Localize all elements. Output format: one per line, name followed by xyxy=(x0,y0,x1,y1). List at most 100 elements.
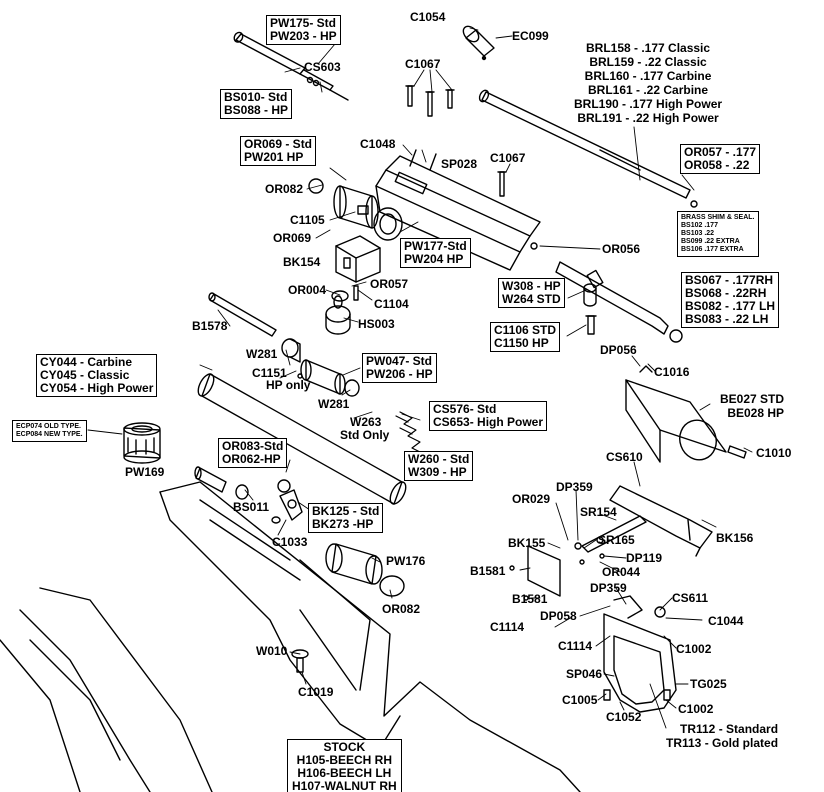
label-b1581: B1581 xyxy=(470,564,506,578)
label-bk156: BK156 xyxy=(716,531,754,545)
callout-line: BS082 - .177 LH xyxy=(685,299,776,313)
screw-c1019 xyxy=(291,649,309,673)
callout-line: BS088 - HP xyxy=(224,103,289,117)
block-bk154 xyxy=(335,235,381,283)
callout-or083: OR083-Std OR062-HP xyxy=(218,438,288,468)
label-sp046: SP046 xyxy=(566,667,603,681)
label-or082: OR082 xyxy=(382,602,421,616)
list-line: BRL160 - .177 Carbine xyxy=(584,69,712,83)
callout-line: OR083-Std xyxy=(222,439,284,453)
label-w281: W281 xyxy=(318,397,350,411)
label-dp359: DP359 xyxy=(590,581,627,595)
piston-parts xyxy=(281,338,360,397)
callout-line: H105-BEECH RH xyxy=(296,753,393,767)
list-line: BRL190 - .177 High Power xyxy=(574,97,723,111)
callout-line: BS010- Std xyxy=(224,90,288,104)
trigger-mechanism xyxy=(509,485,713,601)
callout-line: BK273 -HP xyxy=(312,517,374,531)
muzzle-pw169 xyxy=(123,422,161,464)
label-or069: OR069 xyxy=(273,231,312,245)
callout-line: PW204 HP xyxy=(404,252,464,266)
trigger-guard-part xyxy=(603,595,677,713)
callout-line: H106-BEECH LH xyxy=(297,766,392,780)
callout-pw047: PW047- Std PW206 - HP xyxy=(362,353,437,383)
callout-cy044: CY044 - Carbine CY045 - Classic CY054 - … xyxy=(36,354,158,397)
list-line: BE027 STD xyxy=(720,392,785,406)
label-c1033: C1033 xyxy=(272,535,308,549)
rod-b1578 xyxy=(208,292,277,337)
label-c1005: C1005 xyxy=(562,693,598,707)
label-c1002: C1002 xyxy=(676,642,712,656)
callout-bk125: BK125 - Std BK273 -HP xyxy=(308,503,384,533)
label-b1578: B1578 xyxy=(192,319,228,333)
label-or057: OR057 xyxy=(370,277,409,291)
label-w263: W263 xyxy=(350,415,382,429)
callout-line: W260 - Std xyxy=(408,452,470,466)
barrel-part xyxy=(478,89,698,208)
label-c1104: C1104 xyxy=(374,297,409,311)
callout-line: C1150 HP xyxy=(494,336,549,350)
label-or044: OR044 xyxy=(602,565,641,579)
cocking-rod-part xyxy=(233,31,349,101)
list-line: BRL159 - .22 Classic xyxy=(589,55,707,69)
label-hs003: HS003 xyxy=(358,317,395,331)
piston-head-pw176 xyxy=(325,543,405,597)
barrel-variants-list: BRL158 - .177 Classic BRL159 - .22 Class… xyxy=(574,41,722,125)
callout-stock: STOCK H105-BEECH RH H106-BEECH LH H107-W… xyxy=(287,739,402,792)
callout-line: STOCK xyxy=(323,740,366,754)
label-dp119: DP119 xyxy=(626,551,663,565)
breech-plug-part xyxy=(194,466,303,524)
callout-line: CS576- Std xyxy=(433,402,497,416)
callout-line: BK125 - Std xyxy=(312,504,380,518)
label-sp028: SP028 xyxy=(441,157,478,171)
callout-line: CY054 - High Power xyxy=(40,381,154,395)
callout-line: PW203 - HP xyxy=(270,29,337,43)
callout-line: CY044 - Carbine xyxy=(40,355,133,369)
callout-bs010: BS010- Std BS088 - HP xyxy=(220,89,293,119)
label-w010: W010 xyxy=(256,644,288,658)
callout-line: BS106 .177 EXTRA xyxy=(681,246,744,253)
label-c1114: C1114 xyxy=(490,620,525,634)
callout-line: W264 STD xyxy=(502,292,561,306)
callout-line: OR069 - Std xyxy=(244,137,313,151)
label-pw169: PW169 xyxy=(125,465,165,479)
list-line: TR112 - Standard xyxy=(680,722,779,736)
callout-line: W308 - HP xyxy=(502,279,561,293)
callout-pw177: PW177-Std PW204 HP xyxy=(400,238,471,268)
label-tg025: TG025 xyxy=(690,677,727,691)
list-line: BRL191 - .22 High Power xyxy=(577,111,719,125)
callout-c1106: C1106 STD C1150 HP xyxy=(490,322,561,352)
label-cs610: CS610 xyxy=(606,450,643,464)
label-b1581: B1581 xyxy=(512,592,548,606)
callout-line: PW175- Std xyxy=(270,16,337,30)
callout-line: OR058 - .22 xyxy=(684,158,750,172)
list-line: BRL158 - .177 Classic xyxy=(585,41,711,55)
cylinder-tube-part xyxy=(197,373,407,505)
list-line: BRL161 - .22 Carbine xyxy=(588,83,709,97)
callout-line: PW047- Std xyxy=(366,354,433,368)
label-c1114: C1114 xyxy=(558,639,593,653)
label-dp058: DP058 xyxy=(540,609,577,623)
list-line: TR113 - Gold plated xyxy=(666,736,779,750)
callout-ecp: ECP074 OLD TYPE. ECP084 NEW TYPE. xyxy=(12,420,87,442)
nut-w308 xyxy=(583,283,597,335)
callout-line: ECP084 NEW TYPE. xyxy=(16,431,83,438)
label-c1002: C1002 xyxy=(678,702,714,716)
callout-line: BRASS SHIM & SEAL. xyxy=(681,214,755,221)
label-bk154: BK154 xyxy=(283,255,321,269)
transfer-port-part xyxy=(308,178,403,241)
callout-line: PW201 HP xyxy=(244,150,304,164)
callout-line: PW206 - HP xyxy=(366,367,433,381)
callout-line: BS102 .177 xyxy=(681,222,718,229)
label-or056: OR056 xyxy=(602,242,641,256)
callout-line: ECP074 OLD TYPE. xyxy=(16,423,81,430)
label-c1044: C1044 xyxy=(708,614,744,628)
tr112-list: TR112 - Standard TR113 - Gold plated xyxy=(666,722,778,750)
label-or029: OR029 xyxy=(512,492,551,506)
callout-or057-box: OR057 - .177 OR058 - .22 xyxy=(680,144,761,174)
callout-line: PW177-Std xyxy=(404,239,467,253)
label-c1048: C1048 xyxy=(360,137,396,151)
callout-line: H107-WALNUT RH xyxy=(292,779,397,792)
